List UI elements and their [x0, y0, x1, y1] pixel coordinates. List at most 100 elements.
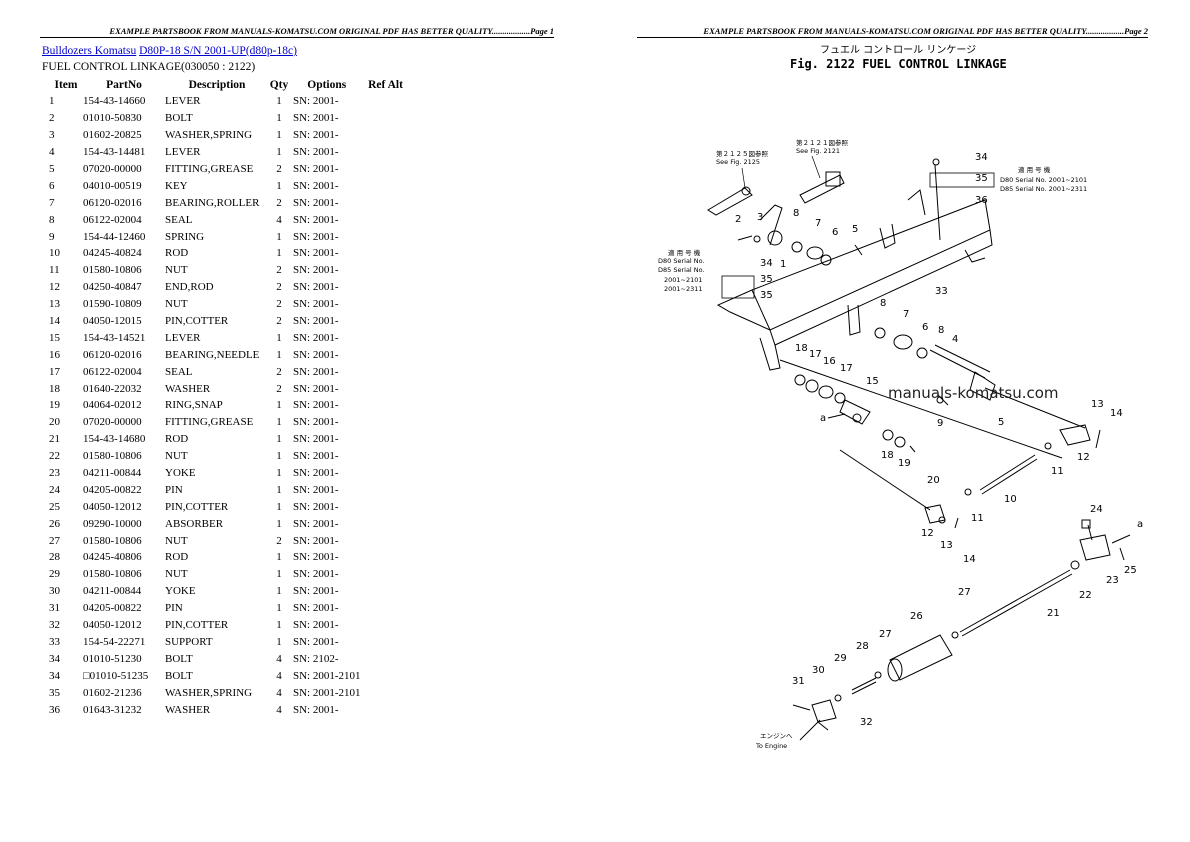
lower-linkage-drawing: [792, 519, 1131, 741]
cell-item: 3: [49, 129, 55, 142]
cell-item: 25: [49, 500, 60, 513]
cell-partno: 04250-40847: [83, 281, 142, 294]
cell-description: SUPPORT: [165, 635, 213, 648]
cell-partno: 154-44-12460: [83, 230, 146, 243]
callout-label: 32: [860, 717, 873, 728]
cell-qty: 1: [276, 551, 282, 564]
cell-ref-alt: [361, 161, 411, 178]
callout-label: 33: [935, 286, 948, 297]
cell-qty: 1: [276, 433, 282, 446]
callout-label: 3: [757, 212, 763, 223]
cell-partno: 01590-10809: [83, 298, 142, 311]
cell-item: 34: [49, 652, 60, 665]
cell-ref-alt: [361, 650, 411, 667]
cell-ref-alt: [361, 329, 411, 346]
cell-qty: 1: [276, 500, 282, 513]
cell-item: 32: [49, 619, 60, 632]
cell-partno: 04245-40806: [83, 551, 142, 564]
cell-partno: 04050-12015: [83, 315, 142, 328]
cell-options: SN: 2001-: [293, 315, 339, 328]
callout-label: 13: [940, 540, 953, 551]
cell-item: 21: [49, 433, 60, 446]
cell-options: SN: 2001-: [293, 416, 339, 429]
cell-partno: 01640-22032: [83, 382, 142, 395]
callout-label: 11: [1051, 466, 1064, 477]
cell-ref-alt: [361, 228, 411, 245]
cell-options: SN: 2001-: [293, 467, 339, 480]
cell-partno: 09290-10000: [83, 517, 142, 530]
cell-options: SN: 2102-: [293, 652, 339, 665]
cell-ref-alt: [361, 346, 411, 363]
cell-partno: 04211-00844: [83, 585, 142, 598]
serial-note-left-line4: 2001~2311: [664, 285, 703, 293]
cell-options: SN: 2001-: [293, 619, 339, 632]
parts-diagram: フュエル コントロール リンケージ Fig. 2122 FUEL CONTROL…: [640, 40, 1180, 760]
cell-options: SN: 2001-: [293, 483, 339, 496]
cell-item: 22: [49, 450, 60, 463]
cell-description: SEAL: [165, 365, 193, 378]
callout-label: 25: [1124, 565, 1137, 576]
ref-note-2-jp: 第２１２１図参照: [796, 138, 849, 147]
cell-description: WASHER: [165, 382, 211, 395]
cell-description: NUT: [165, 534, 188, 547]
cell-description: BEARING,NEEDLE: [165, 348, 260, 361]
cell-ref-alt: [361, 414, 411, 431]
cell-item: 1: [49, 95, 55, 108]
callout-label: 28: [856, 641, 869, 652]
callout-label: 16: [823, 356, 836, 367]
serial-note-left-line3: 2001~2101: [664, 276, 703, 284]
callout-label: 14: [963, 554, 976, 565]
cell-description: BEARING,ROLLER: [165, 196, 260, 209]
cell-item: 16: [49, 348, 60, 361]
callout-label: a: [1137, 519, 1143, 530]
cell-partno: 04010-00519: [83, 179, 142, 192]
cell-item: 23: [49, 467, 60, 480]
cell-options: SN: 2001-: [293, 179, 339, 192]
cell-item: 20: [49, 416, 60, 429]
cell-item: 35: [49, 686, 60, 699]
cell-description: END,ROD: [165, 281, 214, 294]
callout-label: 34: [760, 258, 773, 269]
cell-description: KEY: [165, 179, 188, 192]
cell-description: ABSORBER: [165, 517, 224, 530]
upper-linkage-drawing: [707, 158, 941, 266]
cell-qty: 1: [276, 129, 282, 142]
callout-label: 23: [1106, 575, 1119, 586]
cell-item: 9: [49, 230, 55, 243]
cell-partno: 154-43-14680: [83, 433, 146, 446]
callout-label: 7: [815, 218, 821, 229]
cell-ref-alt: [361, 144, 411, 161]
callout-label: 6: [832, 227, 838, 238]
callout-label: 7: [903, 309, 909, 320]
cell-qty: 1: [276, 450, 282, 463]
serial-note-left-line1: D80 Serial No.: [658, 257, 705, 265]
cell-partno: 06120-02016: [83, 348, 142, 361]
cell-options: SN: 2001-: [293, 365, 339, 378]
breadcrumb-link-model[interactable]: D80P-18 S/N 2001-UP(d80p-18c): [139, 45, 297, 57]
cell-qty: 2: [276, 382, 282, 395]
cell-qty: 2: [276, 298, 282, 311]
breadcrumb-link-bulldozers[interactable]: Bulldozers Komatsu: [42, 45, 137, 57]
callout-label: 8: [938, 325, 944, 336]
cell-options: SN: 2001-: [293, 534, 339, 547]
cell-item: 13: [49, 298, 60, 311]
cell-partno: 01602-21236: [83, 686, 142, 699]
cell-description: BOLT: [165, 669, 193, 682]
cell-item: 14: [49, 315, 60, 328]
cell-options: SN: 2001-: [293, 95, 339, 108]
cell-partno: 01010-50830: [83, 112, 142, 125]
cell-description: LEVER: [165, 95, 201, 108]
callout-label: 10: [1004, 494, 1017, 505]
cell-description: NUT: [165, 298, 188, 311]
